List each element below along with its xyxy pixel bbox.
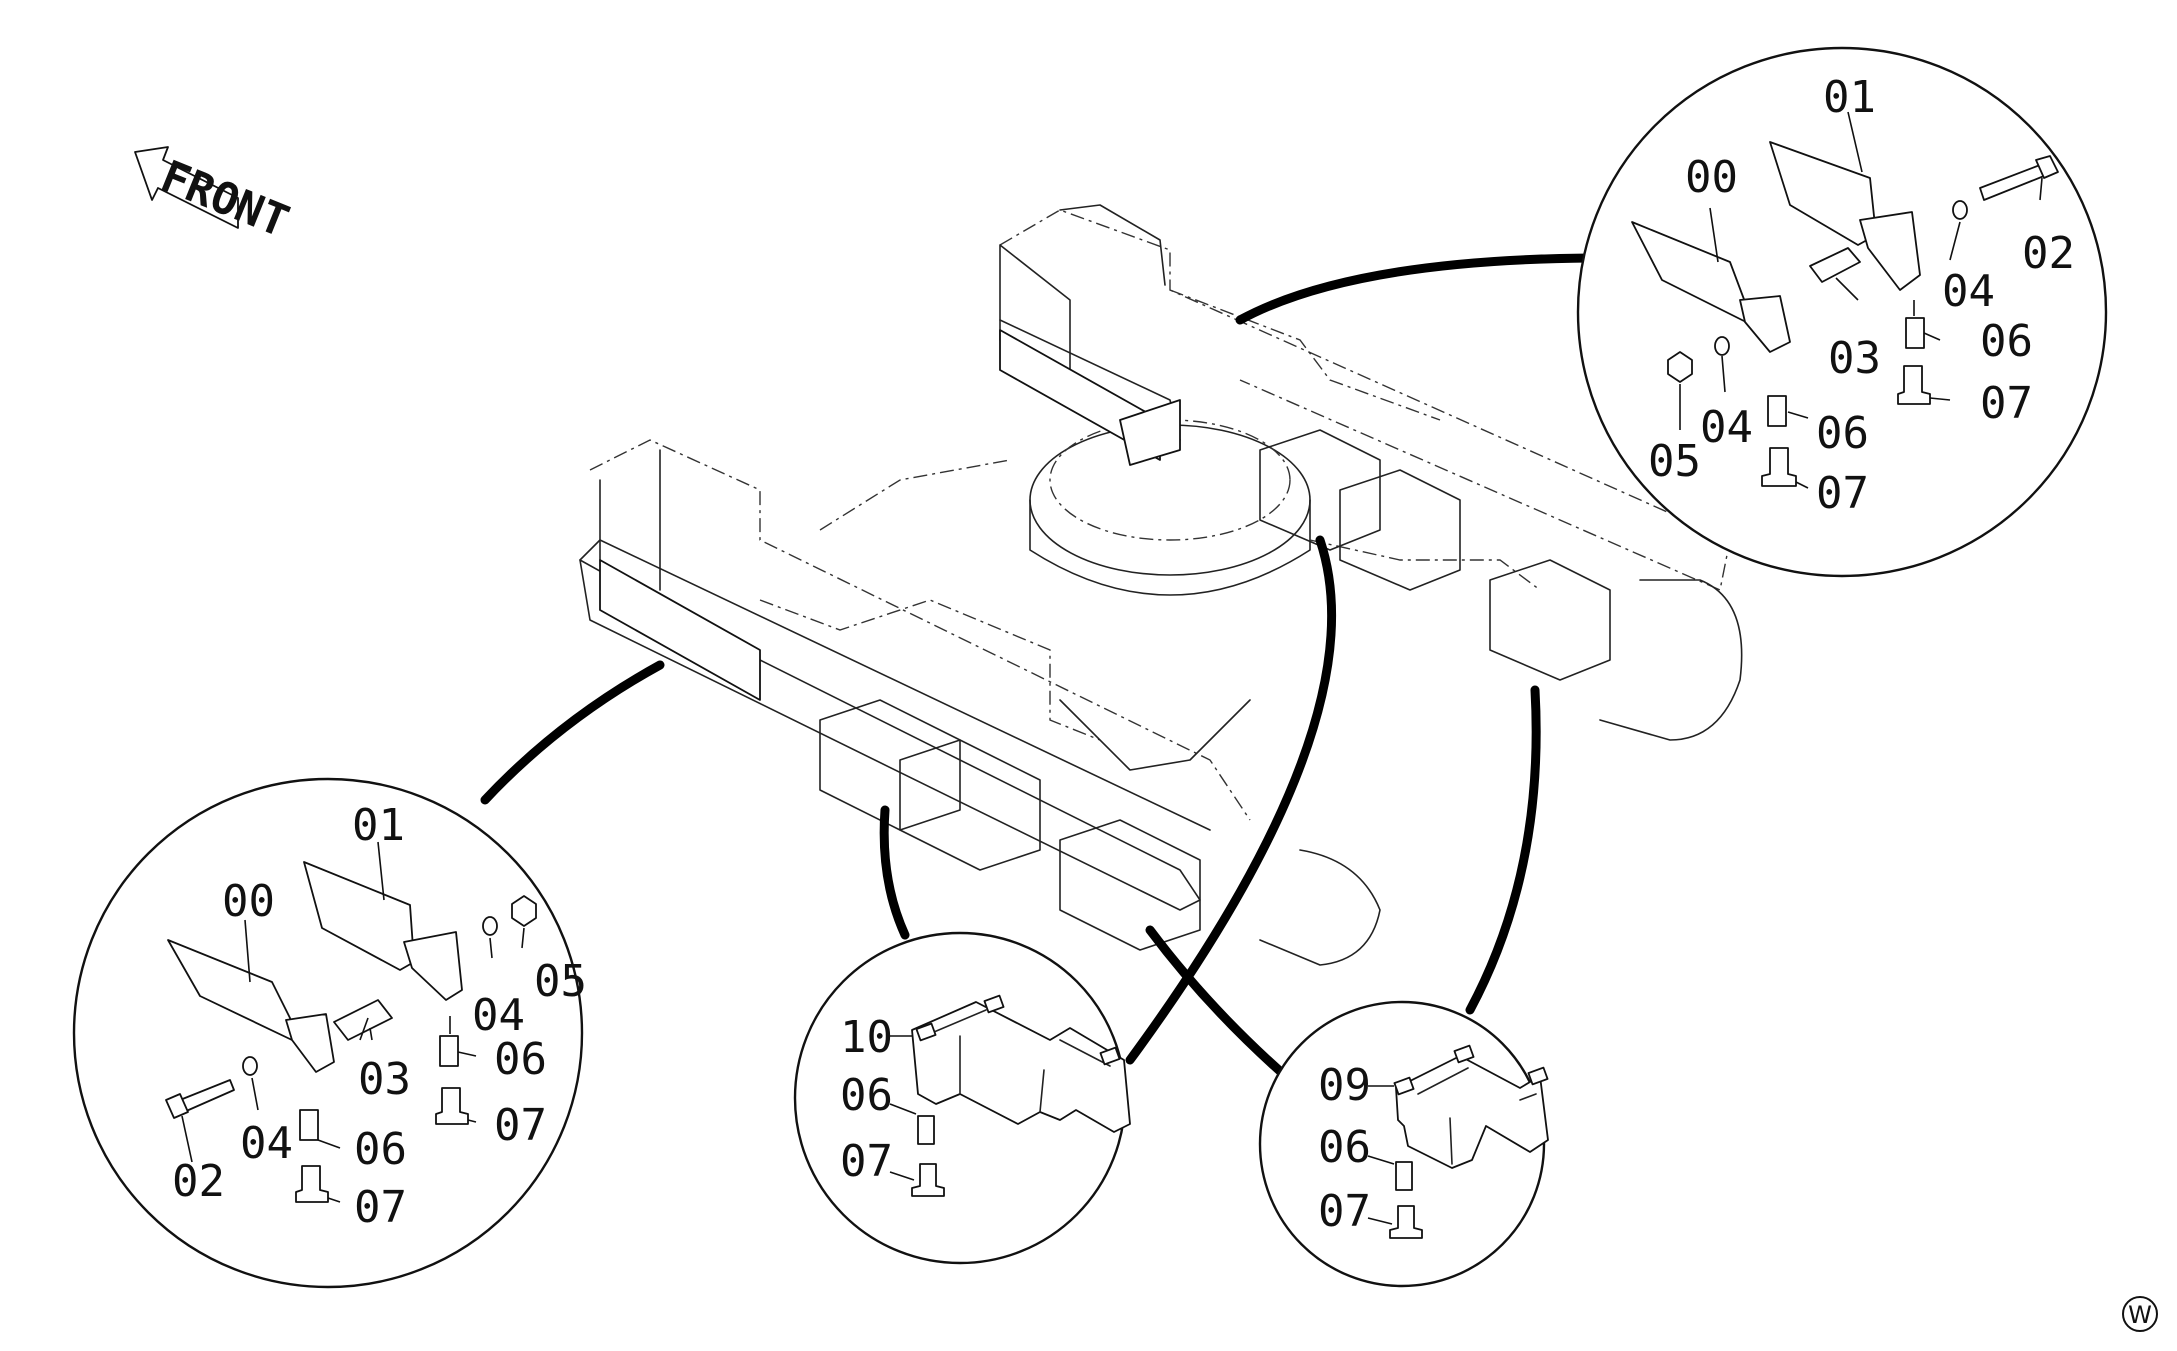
detail-circle-left: 01 00 05 04 03 06 07 04 06 02 07 xyxy=(72,777,587,1289)
callout-07: 07 xyxy=(1318,1186,1371,1237)
front-arrow-icon: FRONT xyxy=(134,146,296,248)
callout-02: 02 xyxy=(2022,228,2075,279)
callout-05: 05 xyxy=(534,956,587,1007)
callout-06: 06 xyxy=(1318,1122,1371,1173)
callout-07: 07 xyxy=(840,1136,893,1187)
callout-06: 06 xyxy=(494,1034,547,1085)
detail-circle-top-right: 01 00 02 04 03 06 07 04 06 05 07 xyxy=(1576,46,2108,578)
callout-04: 04 xyxy=(472,990,525,1041)
callout-06: 06 xyxy=(1980,316,2033,367)
callout-07: 07 xyxy=(1816,468,1869,519)
track-frame-assembly xyxy=(579,204,1743,966)
callout-07: 07 xyxy=(1980,378,2033,429)
track-roller-row-far xyxy=(1259,429,1611,681)
callout-10: 10 xyxy=(840,1012,893,1063)
callout-09: 09 xyxy=(1318,1060,1371,1111)
callout-03: 03 xyxy=(358,1054,411,1105)
leader-arc-bottom-mid-2 xyxy=(1125,535,1337,1065)
callout-02: 02 xyxy=(172,1156,225,1207)
callout-00: 00 xyxy=(1685,152,1738,203)
callout-06: 06 xyxy=(840,1070,893,1121)
callout-07: 07 xyxy=(354,1182,407,1233)
leader-arc-bottom-mid-1 xyxy=(879,805,910,940)
leader-arc-top-right xyxy=(1235,253,1595,325)
callout-05: 05 xyxy=(1648,436,1701,487)
corner-mark: W xyxy=(2122,1296,2158,1332)
callout-01: 01 xyxy=(352,800,405,851)
callout-04: 04 xyxy=(1700,402,1753,453)
front-arrow-label: FRONT xyxy=(154,151,296,248)
callout-07: 07 xyxy=(494,1100,547,1151)
detail-circle-bottom-middle: 10 06 07 xyxy=(793,931,1131,1265)
callout-00: 00 xyxy=(222,876,275,927)
callout-06: 06 xyxy=(1816,408,1869,459)
leader-arc-left xyxy=(480,660,665,805)
leader-arc-bottom-right-2 xyxy=(1465,685,1541,1015)
leader-arc-bottom-right-1 xyxy=(1145,925,1295,1085)
callout-03: 03 xyxy=(1828,333,1881,384)
corner-mark-label: W xyxy=(2128,1301,2152,1329)
track-roller-row-near xyxy=(819,699,1201,951)
callout-04: 04 xyxy=(240,1118,293,1169)
callout-04: 04 xyxy=(1942,266,1995,317)
detail-circle-bottom-right: 09 06 07 xyxy=(1258,1000,1549,1288)
callout-06: 06 xyxy=(354,1124,407,1175)
callout-01: 01 xyxy=(1823,72,1876,123)
